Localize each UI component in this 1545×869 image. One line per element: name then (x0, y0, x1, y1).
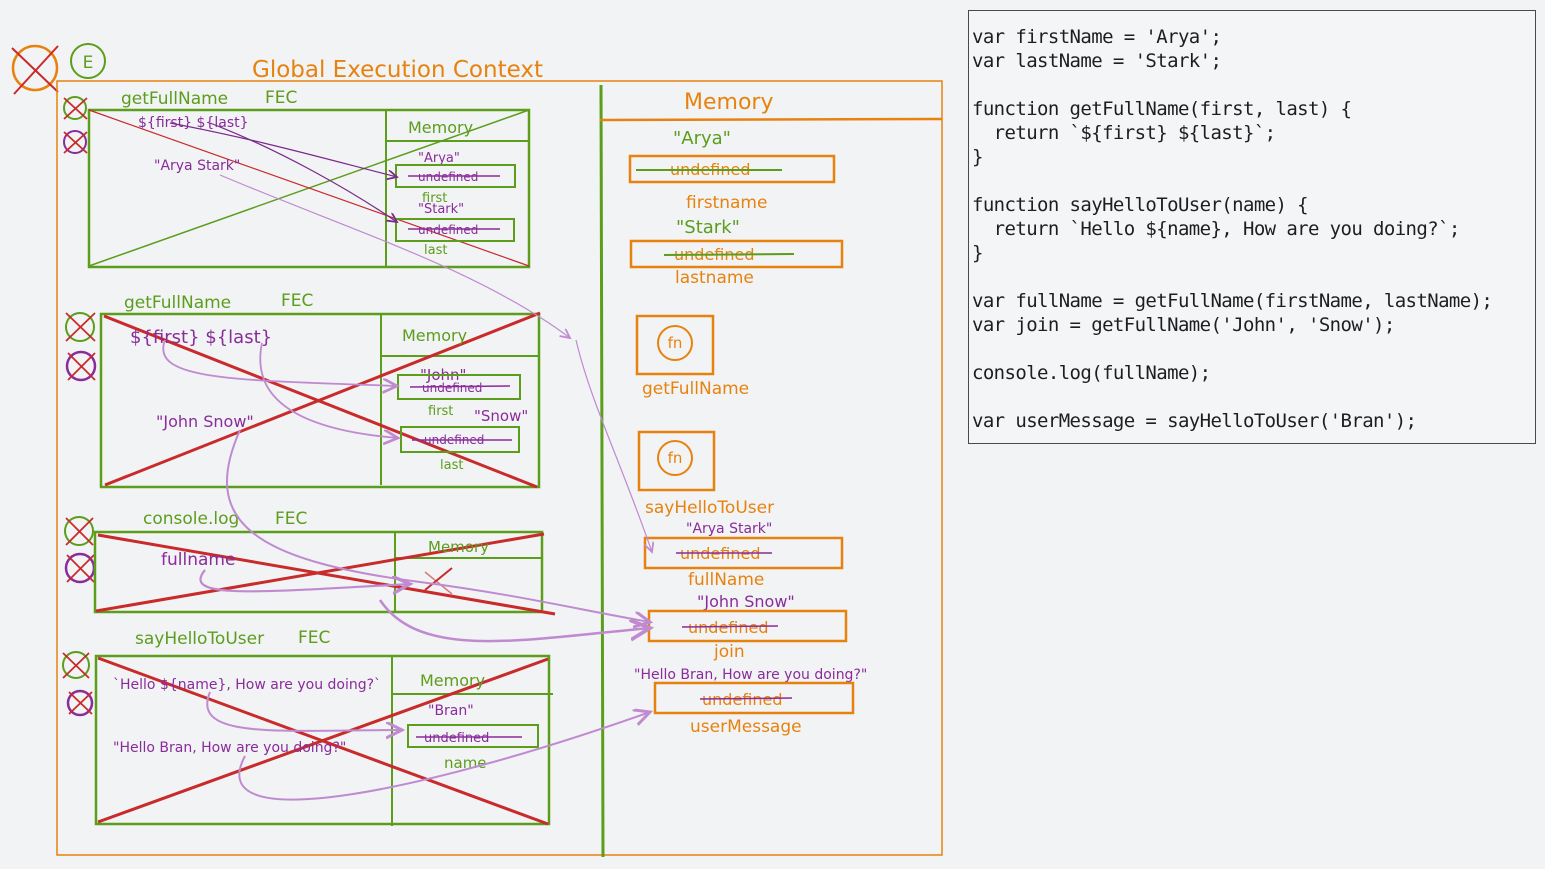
fec-1-var-1-name: first (422, 191, 447, 206)
fec-2-var-1-name: first (428, 404, 453, 419)
global-var-1-name: firstname (686, 193, 767, 213)
gec-divider (599, 84, 605, 858)
code-line (972, 337, 1535, 361)
fec-4-title: sayHelloToUser (135, 629, 264, 649)
fec-3-suffix: FEC (275, 509, 307, 529)
fec-2-var-1-old: undefined (422, 381, 482, 395)
fec-3-title: console.log (143, 509, 239, 529)
code-line: var join = getFullName('John', 'Snow'); (972, 314, 1395, 336)
fec-1-var-1-old: undefined (418, 170, 478, 184)
e-badge: E (70, 43, 106, 79)
code-line: } (972, 146, 983, 168)
fec-2-var-2-value: "Snow" (474, 407, 528, 425)
code-line: } (972, 242, 983, 264)
global-memory-underline (599, 117, 943, 122)
fec-4-var-1-value: "Bran" (428, 703, 474, 719)
global-fn-2-name: sayHelloToUser (645, 498, 774, 518)
fec-1-status-icons (63, 96, 88, 154)
global-var-1-value: "Arya" (673, 128, 731, 149)
crossed-global-badge (11, 44, 59, 95)
fec-console-log: console.log FEC Memory fullname (64, 509, 556, 616)
global-memory: "Arya" undefined firstname "Stark" undef… (628, 128, 867, 737)
global-var-3-value: "Arya Stark" (686, 521, 772, 537)
gec-title: Global Execution Context (252, 57, 543, 83)
code-line: return `${first} ${last}`; (972, 122, 1276, 144)
fec-2-var-2-name: last (440, 458, 463, 473)
global-var-4-old: undefined (688, 618, 769, 637)
fec-4-var-1-old: undefined (424, 731, 489, 746)
code-line: var firstName = 'Arya'; (972, 26, 1222, 48)
fec-1-memory-title: Memory (408, 118, 473, 137)
fec-1-var-1-value: "Arya" (418, 151, 460, 166)
fec-1-title: getFullName (121, 89, 228, 109)
fec-1-result: "Arya Stark" (154, 158, 240, 174)
fec-4-memory-title: Memory (420, 671, 485, 690)
global-var-2-value: "Stark" (676, 217, 740, 238)
fec-4-template: `Hello ${name}, How are you doing?` (113, 677, 381, 693)
fec-getfullname-2: getFullName FEC Memory ${first} ${last} … (65, 291, 541, 489)
fec-sayhellotouser: sayHelloToUser FEC Memory `Hello ${name}… (62, 628, 553, 826)
fec-4-result: "Hello Bran, How are you doing?" (113, 740, 346, 756)
code-line: var fullName = getFullName(firstName, la… (972, 290, 1493, 312)
fec-2-suffix: FEC (281, 291, 313, 311)
fec-1-var-2-old: undefined (418, 223, 478, 237)
fec-getfullname-1: getFullName FEC Memory ${first} ${last} … (63, 88, 531, 269)
code-line: console.log(fullName); (972, 362, 1211, 384)
code-line (972, 73, 1535, 97)
code-panel: var firstName = 'Arya'; var lastName = '… (968, 10, 1536, 444)
global-var-4-value: "John Snow" (697, 592, 795, 611)
fec-4-suffix: FEC (298, 628, 330, 648)
fec-1-var-2-value: "Stark" (418, 202, 464, 217)
code-line: function sayHelloToUser(name) { (972, 194, 1309, 216)
fec-2-status-icons (65, 312, 97, 382)
fec-2-result: "John Snow" (156, 412, 254, 431)
fec-2-template: ${first} ${last} (130, 327, 272, 348)
global-var-2-name: lastname (675, 268, 754, 288)
code-line: var userMessage = sayHelloToUser('Bran')… (972, 410, 1417, 432)
code-line: function getFullName(first, last) { (972, 98, 1352, 120)
code-line (972, 169, 1535, 193)
fec-1-suffix: FEC (265, 88, 297, 108)
flow-arrows (219, 174, 652, 801)
global-memory-title: Memory (684, 90, 773, 115)
fec-4-status-icons (62, 651, 94, 717)
fec-2-memory-title: Memory (402, 326, 467, 345)
code-line: var lastName = 'Stark'; (972, 50, 1222, 72)
gec-frame (56, 80, 943, 856)
fec-3-status-icons (64, 516, 96, 584)
global-fn-1-name: getFullName (642, 379, 749, 399)
global-var-4-name: join (713, 642, 745, 662)
global-var-5-old: undefined (702, 690, 783, 709)
global-var-3-name: fullName (688, 570, 764, 590)
e-badge-label: E (83, 53, 94, 73)
code-line: return `Hello ${name}, How are you doing… (972, 218, 1461, 240)
code-line (972, 385, 1535, 409)
fn-2-badge: fn (668, 449, 683, 467)
fec-3-arg: fullname (161, 550, 235, 570)
fec-3-memory-title: Memory (428, 538, 489, 556)
fec-1-var-2-name: last (424, 243, 447, 258)
fn-1-badge: fn (668, 334, 683, 352)
global-var-5-name: userMessage (690, 717, 802, 737)
fec-2-title: getFullName (124, 293, 231, 313)
code-line (972, 265, 1535, 289)
global-var-5-value: "Hello Bran, How are you doing?" (634, 667, 867, 683)
fec-1-template: ${first} ${last} (138, 115, 249, 131)
